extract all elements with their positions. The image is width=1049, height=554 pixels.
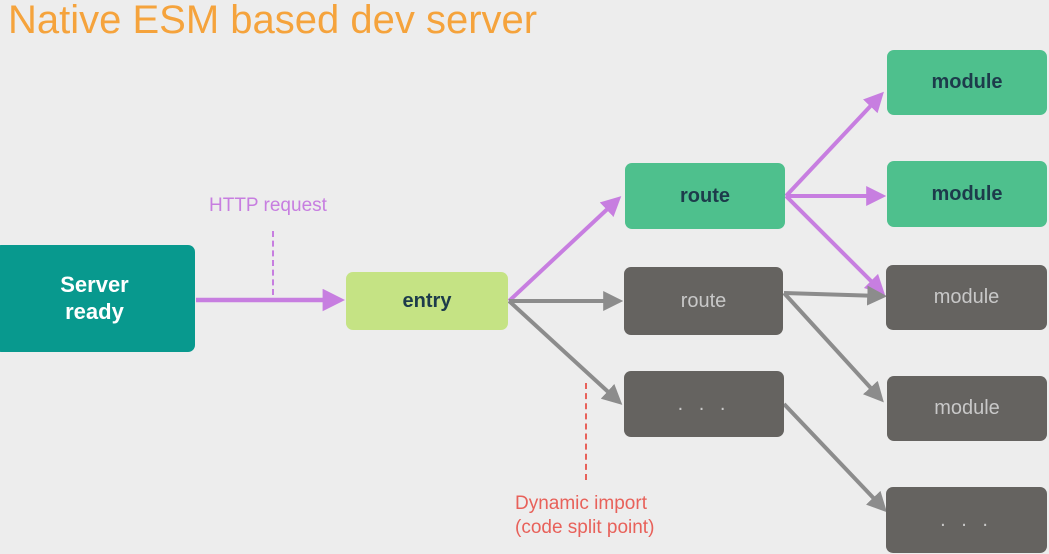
annotation-http-request: HTTP request — [209, 195, 327, 216]
node-server-ready[interactable]: Server ready — [0, 245, 195, 352]
node-route-more[interactable]: . . . — [624, 371, 784, 437]
edge-entry-to-route-active — [507, 196, 622, 303]
edge-route-more-to-module-more — [782, 402, 887, 513]
edge-route-active-to-module-1 — [784, 91, 884, 198]
dashed-connector-dynamic — [585, 383, 587, 480]
edge-entry-to-route-more — [507, 299, 623, 405]
node-module-more[interactable]: . . . — [886, 487, 1047, 553]
node-module-1[interactable]: module — [887, 50, 1047, 115]
node-module-3[interactable]: module — [886, 265, 1047, 330]
edge-route-inactive-to-module-4 — [782, 291, 884, 403]
node-route-active[interactable]: route — [625, 163, 785, 229]
node-module-2[interactable]: module — [887, 161, 1047, 227]
edge-route-inactive-to-module-3 — [783, 285, 888, 306]
node-route-inactive[interactable]: route — [624, 267, 783, 335]
annotation-dynamic-import: Dynamic import (code split point) — [515, 493, 655, 539]
page-title: Native ESM based dev server — [8, 0, 538, 42]
edge-route-active-to-module-3 — [784, 194, 886, 296]
dashed-connector-http — [272, 231, 274, 295]
node-module-4[interactable]: module — [887, 376, 1047, 441]
node-entry[interactable]: entry — [346, 272, 508, 330]
